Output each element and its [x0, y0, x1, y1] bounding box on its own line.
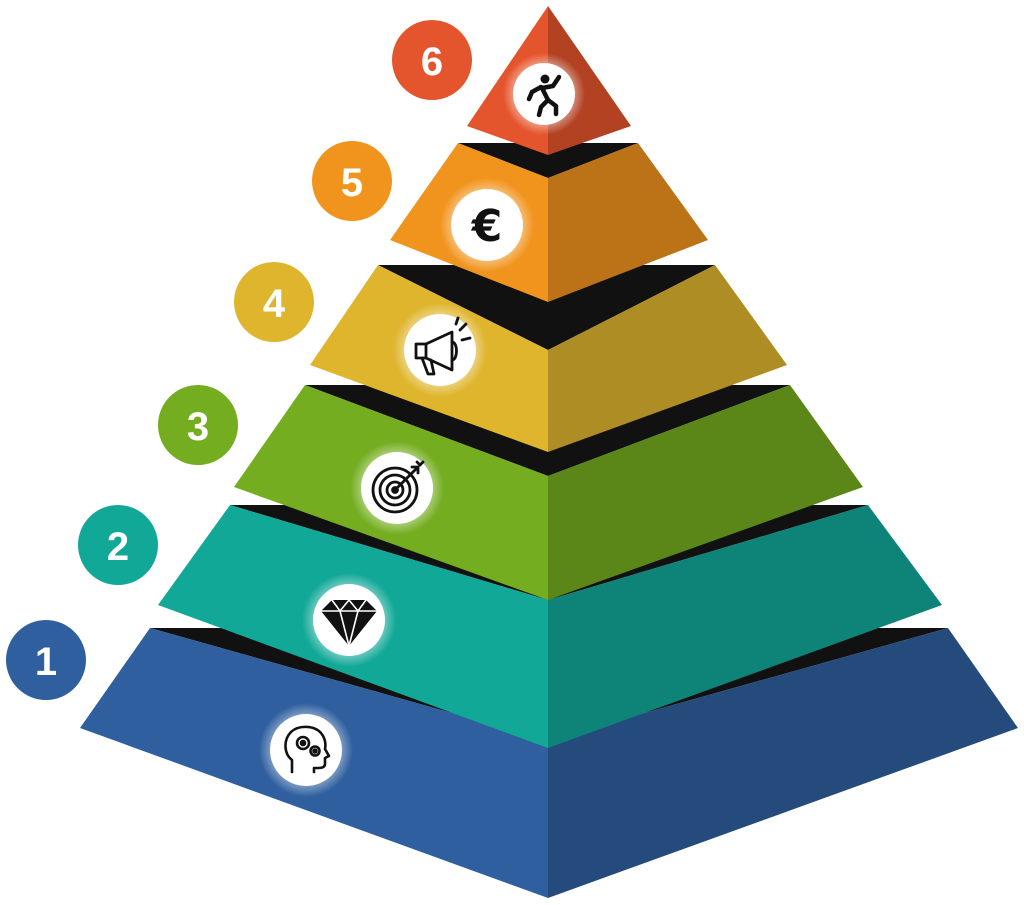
badge-level-2: 2	[78, 505, 158, 585]
level-1-right-face	[548, 628, 1018, 898]
diamond-icon	[321, 598, 377, 647]
icon-halo-4	[393, 303, 487, 397]
icon-halo-6	[503, 53, 585, 135]
badge-level-3: 3	[158, 385, 238, 465]
badge-circle-1	[6, 620, 86, 700]
badge-number-3: 3	[187, 405, 209, 449]
badge-level-4: 4	[234, 262, 314, 342]
level-4-top-dark	[378, 265, 715, 350]
badge-level-1: 1	[6, 620, 86, 700]
badge-number-6: 6	[421, 40, 443, 84]
running-person-icon	[526, 74, 562, 118]
icon-halo-2	[302, 573, 396, 667]
badge-number-4: 4	[263, 282, 286, 326]
icon-halo-3	[350, 441, 444, 535]
level-2-right-face	[548, 505, 942, 748]
badge-level-6: 6	[392, 20, 472, 100]
badge-circle-6	[392, 20, 472, 100]
level-3-right-face	[548, 385, 863, 600]
badge-number-2: 2	[107, 525, 129, 569]
megaphone-icon	[414, 316, 472, 376]
badge-circle-2	[78, 505, 158, 585]
head-gears-icon	[284, 725, 331, 774]
level-5-top-dark	[458, 143, 638, 178]
icon-halo-1	[259, 703, 353, 797]
level-4-right-face	[548, 265, 787, 452]
euro-icon: €	[471, 201, 503, 252]
badge-circle-5	[312, 141, 392, 221]
badge-circle-3	[158, 385, 238, 465]
badge-number-1: 1	[35, 640, 57, 684]
badge-level-5: 5	[312, 141, 392, 221]
icon-halo-5: €	[440, 178, 534, 272]
badge-number-5: 5	[341, 161, 363, 205]
badge-circle-4	[234, 262, 314, 342]
target-icon	[371, 460, 425, 514]
level-5-right-face	[548, 143, 708, 302]
